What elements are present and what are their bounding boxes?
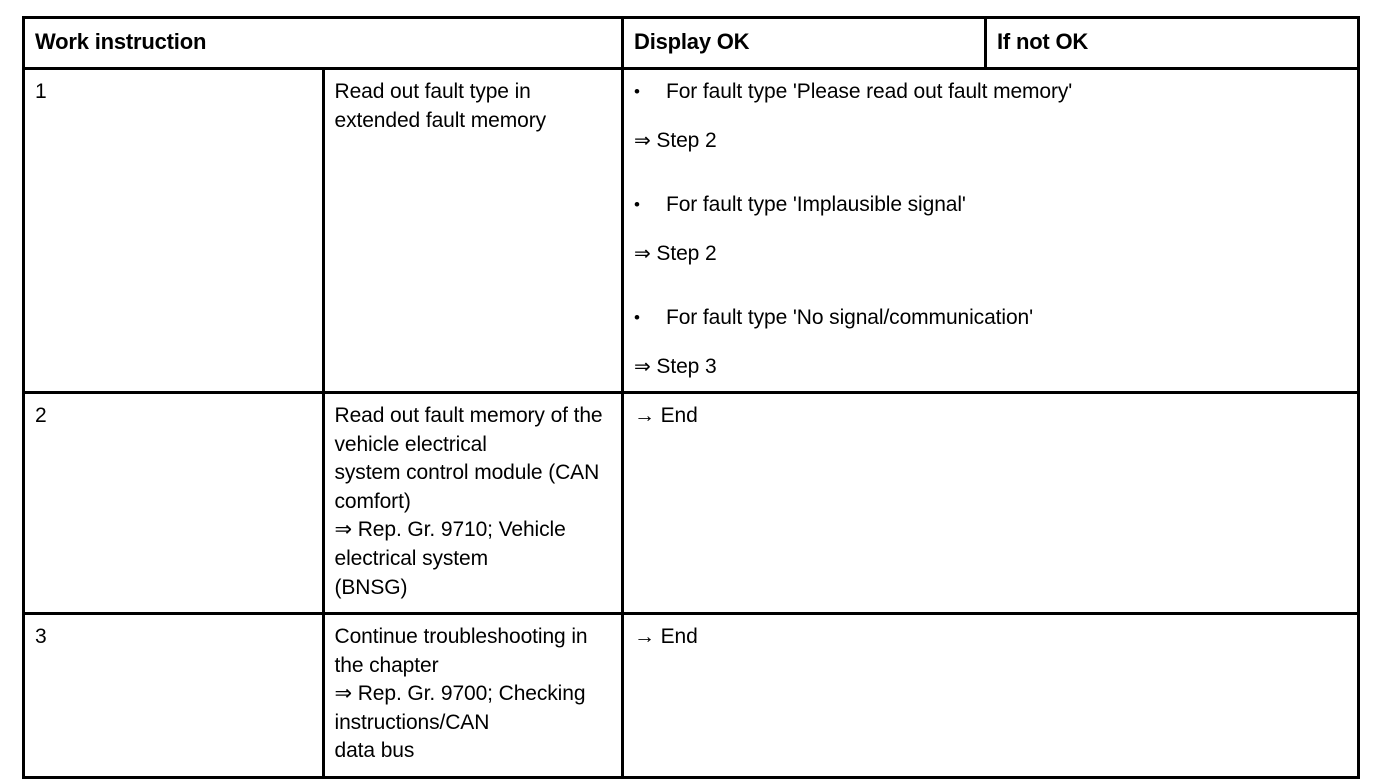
step-number: 2 <box>22 392 323 616</box>
bullet-text: For fault type 'Implausible signal' <box>666 193 966 217</box>
column-header-work-instruction: Work instruction <box>22 16 623 70</box>
end-result-text: → End <box>634 625 698 649</box>
bullet-group: • For fault type 'Implausible signal' ⇒ … <box>634 191 1349 268</box>
step-instruction: Continue troubleshooting in the chapter … <box>321 613 623 779</box>
bullet-text: For fault type 'Please read out fault me… <box>666 80 1073 103</box>
end-result-text: → End <box>634 404 698 428</box>
bullet-item: • For fault type 'Please read out fault … <box>634 78 1349 107</box>
table-header-row: Work instruction Display OK If not OK <box>22 16 1360 70</box>
table-row: 3 Continue troubleshooting in the chapte… <box>22 613 1360 779</box>
document-page: Work instruction Display OK If not OK 1 … <box>22 16 1360 779</box>
result-text: Step 2 <box>656 241 717 265</box>
table-body: 1 Read out fault type in extended fault … <box>22 68 1360 779</box>
result-line: ⇒ Step 2 <box>634 240 1349 269</box>
instruction-text: Continue troubleshooting in the chapter … <box>334 625 588 763</box>
result-line: ⇒ Step 3 <box>634 353 1349 382</box>
bullet-dot-icon: • <box>634 195 640 215</box>
step-display-ok: → End <box>621 392 1360 616</box>
double-arrow-icon: ⇒ <box>634 240 651 265</box>
column-header-if-not-ok: If not OK <box>984 16 1360 70</box>
step-display-ok: → End <box>621 613 1360 779</box>
column-header-display-ok: Display OK <box>621 16 986 70</box>
step-instruction: Read out fault memory of the vehicle ele… <box>321 392 623 616</box>
table-row: 1 Read out fault type in extended fault … <box>22 68 1360 395</box>
bullet-item: • For fault type 'No signal/communicatio… <box>634 304 1349 333</box>
result-line: ⇒ Step 2 <box>634 127 1349 156</box>
step-number: 3 <box>22 613 323 779</box>
bullet-group: • For fault type 'Please read out fault … <box>634 78 1349 155</box>
table-header: Work instruction Display OK If not OK <box>22 16 1360 70</box>
step-number: 1 <box>22 68 323 395</box>
step-display-ok: • For fault type 'Please read out fault … <box>621 68 1360 395</box>
result-text: Step 2 <box>656 128 717 152</box>
double-arrow-icon: ⇒ <box>634 127 651 152</box>
bullet-text: For fault type 'No signal/communication' <box>666 306 1034 330</box>
bullet-item: • For fault type 'Implausible signal' <box>634 191 1349 220</box>
instruction-text: Read out fault type in extended fault me… <box>334 80 547 132</box>
table-row: 2 Read out fault memory of the vehicle e… <box>22 392 1360 616</box>
bullet-dot-icon: • <box>634 308 640 328</box>
work-instruction-table: Work instruction Display OK If not OK 1 … <box>22 16 1360 779</box>
bullet-group: • For fault type 'No signal/communicatio… <box>634 304 1349 381</box>
step-instruction: Read out fault type in extended fault me… <box>321 68 623 395</box>
instruction-text: Read out fault memory of the vehicle ele… <box>334 404 603 599</box>
bullet-dot-icon: • <box>634 82 640 101</box>
double-arrow-icon: ⇒ <box>634 353 651 378</box>
result-text: Step 3 <box>656 354 717 378</box>
